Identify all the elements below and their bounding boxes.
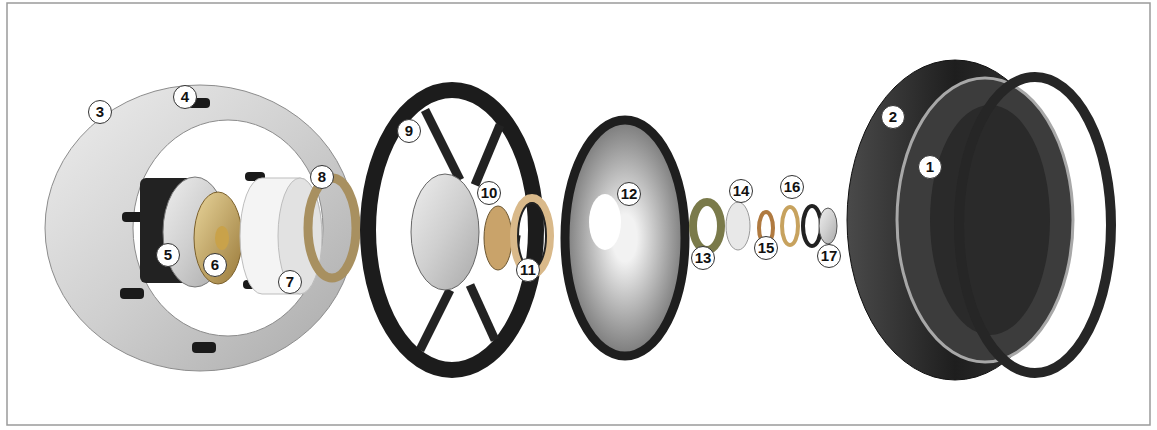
callout-number: 15 (754, 236, 778, 260)
ring (803, 206, 821, 246)
callout-number: 5 (156, 243, 180, 267)
callout-number: 12 (617, 182, 641, 206)
mounting-plate (45, 85, 355, 371)
spoke (425, 110, 460, 180)
spoke (470, 285, 495, 340)
cone (565, 120, 685, 356)
callout-number: 1 (918, 155, 942, 179)
pole-plate (194, 192, 242, 284)
pole-piece (215, 226, 229, 250)
callout-number: 4 (173, 85, 197, 109)
callout-number: 3 (88, 100, 112, 124)
bolt (120, 288, 144, 299)
trim-ring (959, 77, 1111, 373)
callout-number: 9 (397, 119, 421, 143)
spoke (420, 290, 450, 350)
spoke (475, 125, 500, 185)
front-opening (930, 105, 1050, 335)
dust-cap (819, 208, 837, 244)
callout-number: 16 (780, 175, 804, 199)
voice-coil (484, 206, 512, 270)
callout-number: 17 (817, 244, 841, 268)
basket-core (411, 174, 479, 290)
cone-hole (589, 194, 621, 250)
ring (726, 202, 750, 250)
callout-number: 7 (278, 270, 302, 294)
ring (782, 207, 798, 245)
callout-number: 10 (477, 181, 501, 205)
callout-number: 11 (516, 258, 540, 282)
ring (693, 202, 721, 250)
spacer-ring (308, 178, 356, 278)
callout-number: 6 (203, 253, 227, 277)
callout-number: 8 (310, 165, 334, 189)
callout-number: 14 (729, 179, 753, 203)
callout-number: 2 (881, 105, 905, 129)
callout-number: 13 (691, 246, 715, 270)
bolt (192, 342, 216, 353)
frame (7, 3, 1150, 425)
